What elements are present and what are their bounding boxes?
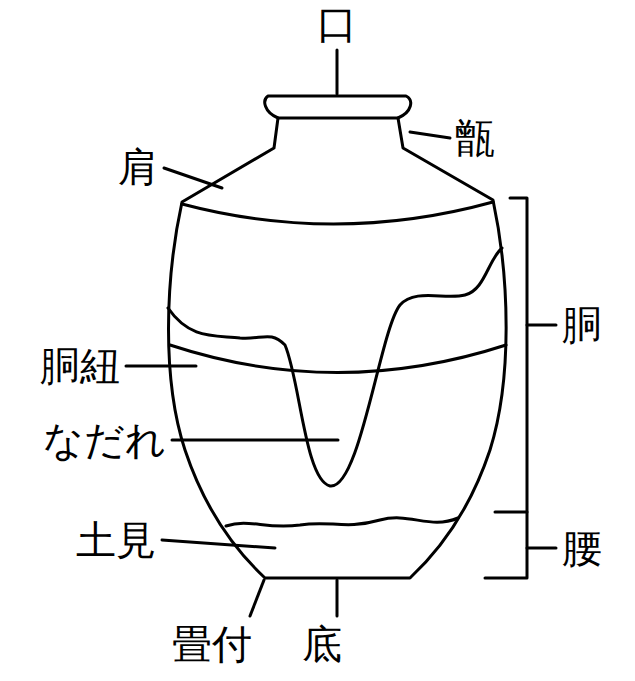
part-label-box: 腰 [562,526,602,570]
part-label-box: 底 [302,622,342,666]
bracket [495,198,527,512]
shoulder-line [182,202,493,224]
leader-line [336,580,339,616]
part-label: なだれ [43,418,166,462]
part-label: 甑 [455,116,495,160]
leader-line [162,540,275,548]
leader-line [126,365,196,368]
part-label-box: なだれ [43,418,166,462]
part-label: 腰 [562,526,602,570]
part-label-box: 甑 [455,116,495,160]
bracket [527,324,556,327]
glaze-drip [168,248,502,486]
waist-cord-line [170,345,506,373]
part-label-box: 肩 [118,145,158,189]
part-label-box: 土見 [76,518,156,562]
part-label: 土見 [76,518,156,562]
jar-mouth [278,117,398,120]
bracket [485,512,527,578]
part-label-box: 胴紐 [40,344,120,388]
part-label: 肩 [118,145,158,189]
bracket [527,547,556,550]
leader-line [172,439,338,442]
part-label: 胴紐 [40,344,120,388]
jar-outline [169,96,507,578]
exposed-clay-line [226,518,458,526]
part-label-box: 胴 [562,303,602,347]
leader-line [410,132,450,138]
part-label: 底 [302,622,342,666]
leader-line [250,580,264,616]
part-label-box: 畳付 [172,622,252,666]
part-label: 胴 [562,303,602,347]
part-label-box: 口 [317,2,357,46]
leader-line [336,50,339,94]
part-label: 畳付 [172,622,252,666]
part-label: 口 [317,2,357,46]
leader-line [164,168,222,188]
